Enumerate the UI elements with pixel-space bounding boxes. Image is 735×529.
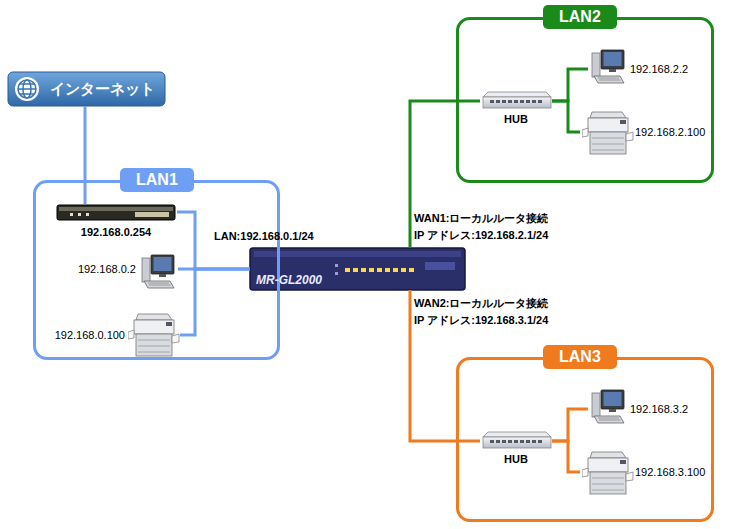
pc-device: 192.168.2.2: [588, 49, 708, 89]
ip-address: 192.168.3.2: [630, 403, 688, 415]
network-cable: [552, 101, 580, 132]
hub-device: HUB: [480, 431, 552, 465]
network-cable: [84, 106, 87, 204]
ip-address: 192.168.0.2: [78, 263, 136, 275]
lan-region: LAN3HUB192.168.3.2192.168.3.100: [456, 357, 714, 522]
ip-address: 192.168.0.100: [55, 329, 125, 341]
lan-title-tab: LAN2: [543, 5, 617, 29]
network-cable: [180, 269, 250, 335]
network-cable: [552, 441, 580, 472]
internet-badge: インターネット: [8, 72, 165, 106]
model-name: MR-GL2000: [256, 273, 322, 287]
network-name: インターネット: [50, 80, 155, 99]
lan-title-tab: LAN3: [543, 345, 617, 369]
network-cable: [410, 101, 480, 248]
interface-label: IP アドレス:192.168.2.1/24: [414, 228, 548, 242]
network-cable: [410, 290, 480, 441]
hub-device: HUB: [480, 91, 552, 125]
lan-region: LAN1192.168.0.254192.168.0.2192.168.0.10…: [33, 180, 280, 360]
interface-label: WAN1:ローカルルータ接続: [414, 211, 548, 225]
interface-label: WAN2:ローカルルータ接続: [414, 296, 548, 310]
printer-device: 192.168.0.100: [50, 313, 180, 357]
printer-device: 192.168.3.100: [580, 450, 710, 494]
network-cable: [552, 409, 588, 441]
lan-title-tab: LAN1: [120, 168, 194, 192]
device-name: HUB: [504, 113, 528, 125]
ip-address: 192.168.2.2: [630, 63, 688, 75]
interface-label: LAN:192.168.0.1/24: [214, 229, 314, 243]
network-cable: [552, 69, 588, 101]
mr-gl2000-router: MR-GL2000: [250, 248, 465, 290]
ip-address: 192.168.2.100: [635, 126, 705, 138]
lan-region: LAN2HUB192.168.2.2192.168.2.100: [456, 17, 714, 183]
printer-device: 192.168.2.100: [580, 110, 710, 154]
device-name: HUB: [504, 453, 528, 465]
router-device: 192.168.0.254: [55, 204, 177, 238]
pc-device: 192.168.3.2: [588, 389, 708, 429]
ip-address: 192.168.3.100: [635, 466, 705, 478]
pc-device: 192.168.0.2: [63, 249, 178, 289]
interface-label: IP アドレス:192.168.3.1/24: [414, 313, 548, 327]
ip-address: 192.168.0.254: [81, 226, 151, 238]
